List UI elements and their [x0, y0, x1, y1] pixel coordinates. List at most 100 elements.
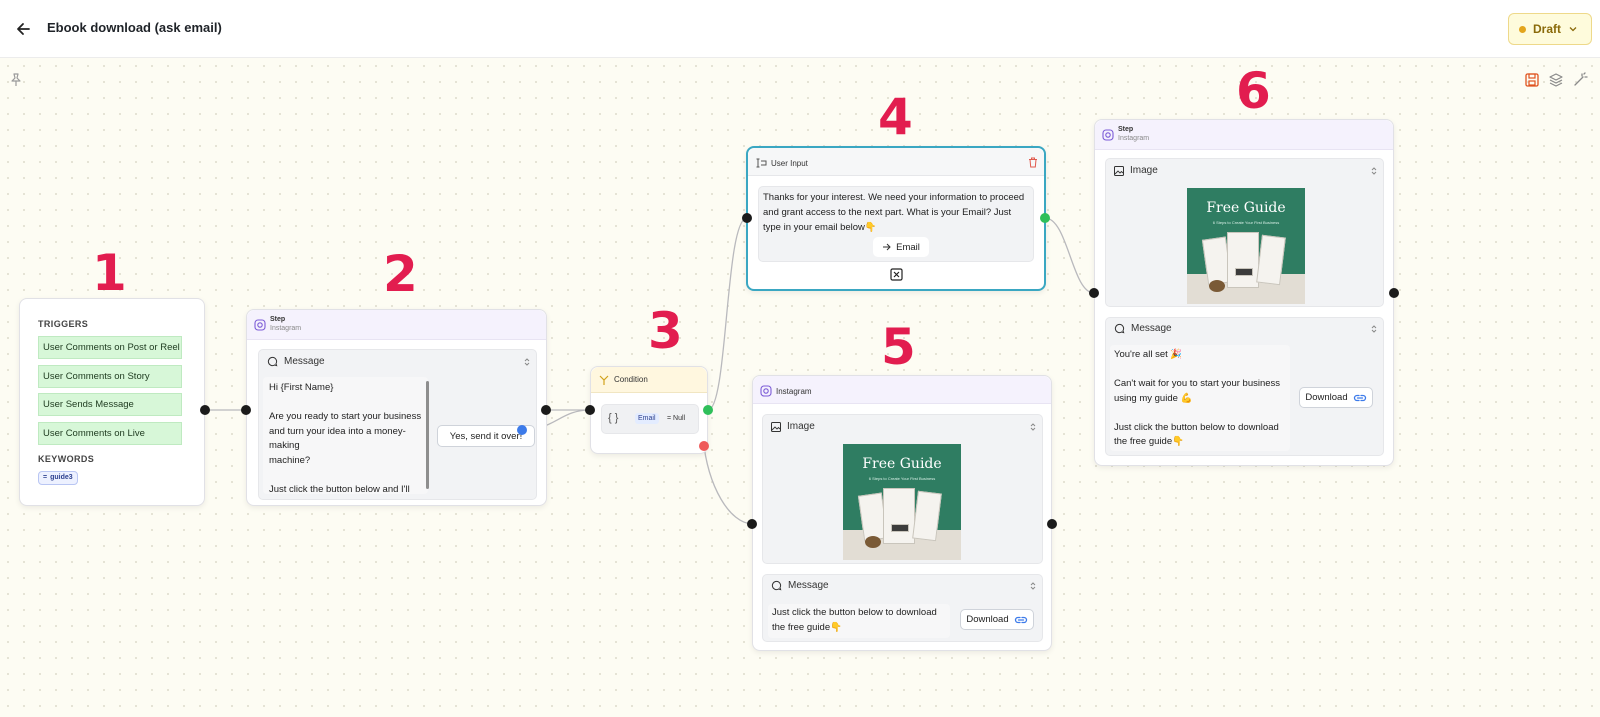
status-dropdown[interactable]: Draft	[1508, 13, 1592, 45]
input-handle[interactable]	[585, 405, 595, 415]
trigger-node[interactable]: TRIGGERS User Comments on Post or Reel U…	[19, 298, 205, 506]
chat-bubble-icon	[1114, 323, 1125, 334]
status-label: Draft	[1533, 22, 1562, 36]
input-handle[interactable]	[241, 405, 251, 415]
image-icon	[1114, 165, 1124, 176]
node-title: Step	[270, 316, 286, 323]
node-header: Step Instagram	[1095, 120, 1393, 150]
node-title: User Input	[771, 159, 808, 168]
guide-image-title: Free Guide	[1206, 200, 1286, 216]
output-handle[interactable]	[1040, 213, 1050, 223]
keyword-chip[interactable]: = guide3	[38, 471, 78, 485]
trash-icon[interactable]	[1028, 157, 1038, 168]
message-block-header: Message	[771, 580, 829, 591]
user-input-node[interactable]: User Input Thanks for your interest. We …	[746, 146, 1046, 291]
condition-rule[interactable]: { } Email = Null	[601, 404, 699, 434]
input-handle[interactable]	[1089, 288, 1099, 298]
equals-symbol: =	[43, 474, 48, 481]
guide-image-subtitle: 6 Steps to Create Your First Business	[868, 476, 936, 481]
node-header: Instagram	[753, 376, 1051, 404]
true-output-handle[interactable]	[703, 405, 713, 415]
guide-book-label	[891, 524, 909, 532]
input-handle[interactable]	[747, 519, 757, 529]
trigger-item[interactable]: User Comments on Post or Reel	[38, 336, 182, 359]
download-button-label: Download	[966, 614, 1009, 625]
download-button[interactable]: Download	[960, 609, 1034, 630]
email-input-chip[interactable]: Email	[873, 237, 929, 257]
expand-chevron-icon[interactable]	[1370, 166, 1378, 176]
link-icon	[1353, 394, 1366, 401]
step-node-final[interactable]: Step Instagram Image Free Guide 6 Steps …	[1094, 119, 1394, 466]
annotation-number: 6	[1236, 62, 1271, 120]
prompt-text[interactable]: Thanks for your interest. We need your i…	[763, 192, 1025, 233]
expand-chevron-icon[interactable]	[1029, 422, 1037, 432]
instagram-icon	[760, 385, 772, 397]
guide-image-title: Free Guide	[862, 456, 942, 472]
flow-canvas[interactable]: 1 2 3 4 5 6 TRIGGERS User Comments on Po…	[0, 58, 1600, 717]
node-header: User Input	[748, 148, 1044, 176]
annotation-number: 4	[878, 88, 913, 146]
magic-wand-icon[interactable]	[1572, 72, 1588, 88]
pin-icon[interactable]	[8, 72, 24, 88]
trigger-item[interactable]: User Comments on Story	[38, 365, 182, 388]
input-handle[interactable]	[742, 213, 752, 223]
guide-plant	[865, 536, 881, 548]
image-block-header: Image	[1114, 165, 1158, 176]
trigger-item[interactable]: User Sends Message	[38, 393, 182, 416]
message-text[interactable]: Just click the button below to download …	[768, 604, 950, 638]
annotation-number: 1	[92, 244, 127, 302]
guide-book	[883, 488, 915, 544]
image-block[interactable]: Image Free Guide 6 Steps to Create Your …	[762, 414, 1043, 564]
chat-bubble-icon	[771, 580, 782, 591]
download-button[interactable]: Download	[1299, 387, 1373, 408]
output-handle[interactable]	[200, 405, 210, 415]
layers-icon[interactable]	[1548, 72, 1564, 88]
variable-chip: Email	[635, 413, 659, 424]
step-node-download[interactable]: Instagram Image Free Guide 6 Steps to Cr…	[752, 375, 1052, 651]
output-handle[interactable]	[1389, 288, 1399, 298]
condition-node[interactable]: Condition { } Email = Null	[590, 366, 708, 454]
false-output-handle[interactable]	[699, 441, 709, 451]
message-label: Message	[1131, 323, 1172, 334]
message-block[interactable]: Message Just click the button below to d…	[762, 574, 1043, 642]
guide-plant	[1209, 280, 1225, 292]
free-guide-image[interactable]: Free Guide 6 Steps to Create Your First …	[843, 444, 961, 560]
expand-chevron-icon[interactable]	[1029, 581, 1037, 591]
node-header: Step Instagram	[247, 310, 546, 340]
instagram-icon	[254, 319, 266, 331]
scrollbar[interactable]	[426, 381, 429, 489]
email-input-label: Email	[896, 241, 920, 253]
message-block[interactable]: Message Hi {First Name} Are you ready to…	[258, 349, 537, 500]
guide-image-subtitle: 6 Steps to Create Your First Business	[1212, 220, 1280, 225]
message-text[interactable]: You're all set 🎉 Can't wait for you to s…	[1110, 345, 1290, 451]
back-arrow-icon[interactable]	[14, 19, 34, 39]
condition-icon	[599, 375, 609, 385]
free-guide-image[interactable]: Free Guide 6 Steps to Create Your First …	[1187, 188, 1305, 304]
step-node-message[interactable]: Step Instagram Message Hi {First Name} A…	[246, 309, 547, 506]
status-dot	[1519, 25, 1526, 33]
image-label: Image	[787, 421, 815, 432]
page-title: Ebook download (ask email)	[47, 20, 222, 35]
message-block[interactable]: Message You're all set 🎉 Can't wait for …	[1105, 317, 1384, 456]
keyword-text: guide3	[50, 474, 73, 481]
message-block-header: Message	[267, 356, 325, 367]
save-icon[interactable]	[1524, 72, 1540, 88]
image-block[interactable]: Image Free Guide 6 Steps to Create Your …	[1105, 158, 1384, 307]
node-title: Instagram	[776, 387, 812, 396]
close-box-icon[interactable]	[890, 268, 903, 281]
node-title: Step	[1118, 126, 1134, 133]
output-handle[interactable]	[541, 405, 551, 415]
message-block-header: Message	[1114, 323, 1172, 334]
trigger-item[interactable]: User Comments on Live	[38, 422, 182, 445]
braces-icon: { }	[608, 412, 619, 424]
node-title: Condition	[614, 375, 648, 384]
prompt-block[interactable]: Thanks for your interest. We need your i…	[758, 186, 1034, 262]
expand-chevron-icon[interactable]	[523, 357, 531, 367]
quick-reply-button[interactable]: Yes, send it over!	[437, 425, 535, 447]
chat-bubble-icon	[267, 356, 278, 367]
message-text[interactable]: Hi {First Name} Are you ready to start y…	[263, 377, 428, 494]
output-handle[interactable]	[1047, 519, 1057, 529]
download-button-label: Download	[1305, 392, 1348, 403]
button-output-handle[interactable]	[517, 425, 527, 435]
expand-chevron-icon[interactable]	[1370, 324, 1378, 334]
